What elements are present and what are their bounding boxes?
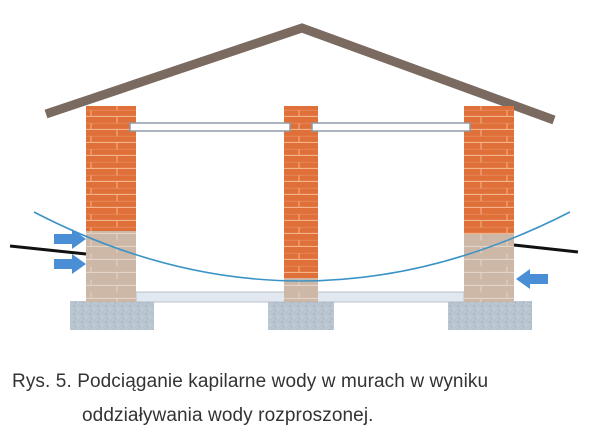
foundation-right (448, 301, 532, 330)
wall-left (86, 106, 136, 302)
ground-line-left (9, 244, 87, 256)
foundation-left (70, 301, 154, 330)
figure-caption-line-1: Rys. 5. Podciąganie kapilarne wody w mur… (12, 371, 489, 392)
ceiling-beam-right (311, 122, 471, 132)
capillary-rise-diagram (9, 23, 579, 330)
foundation-middle (268, 301, 334, 330)
wall-right (464, 106, 514, 302)
roof (44, 23, 556, 125)
moisture-arrow-left-icon (516, 269, 548, 289)
water-level-curve (33, 211, 571, 282)
wall-middle (284, 106, 318, 302)
moisture-arrow-icon (54, 254, 86, 274)
ceiling-beam-left (129, 122, 291, 132)
ground-line-right (513, 243, 579, 254)
moisture-arrow-icon (54, 229, 86, 249)
figure-caption-line-2: oddziaływania wody rozproszonej. (82, 405, 374, 426)
